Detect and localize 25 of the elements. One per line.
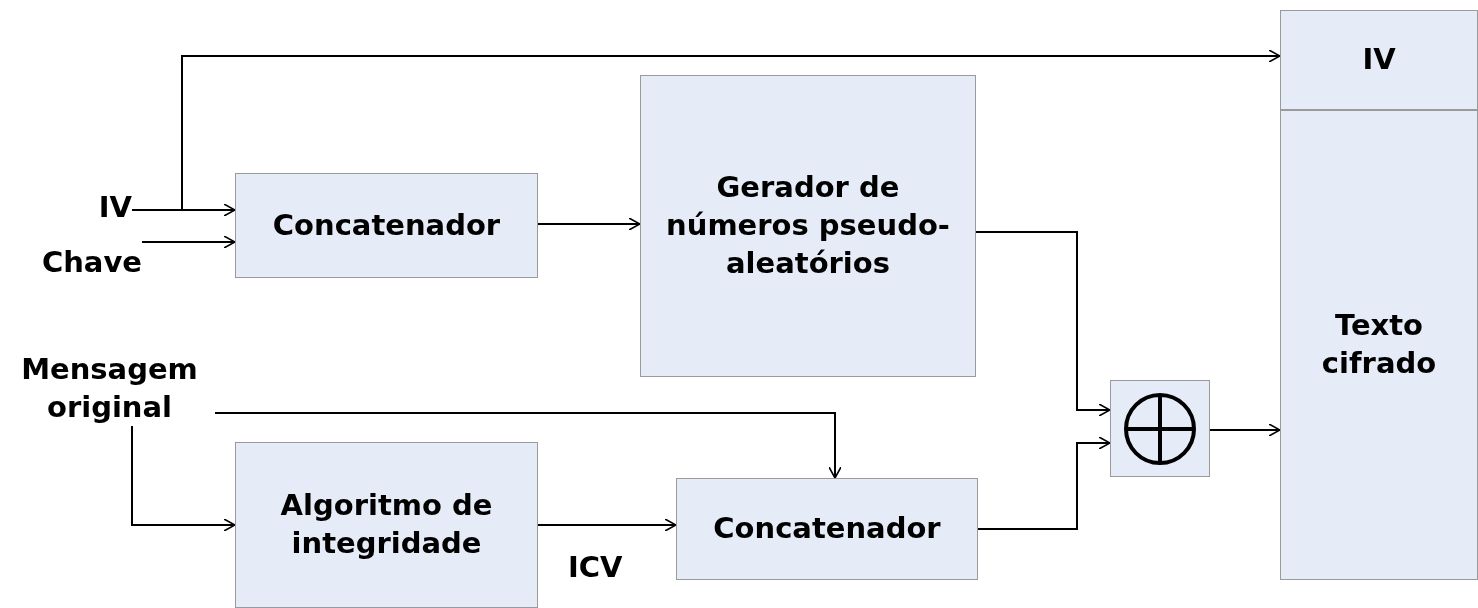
process-box [235, 442, 538, 608]
box-label: Concatenador [272, 206, 501, 244]
arrow [141, 235, 236, 249]
input-label: IV [78, 188, 132, 228]
input-label: Chave [12, 240, 142, 286]
arrow [131, 425, 236, 532]
box-label: Gerador de números pseudo-aleatórios [665, 169, 951, 282]
process-box [640, 75, 976, 377]
arrow [214, 412, 842, 479]
box-label: Texto cifrado [1320, 307, 1438, 382]
input-label: Mensagem original [4, 352, 215, 426]
arrow [1209, 423, 1281, 437]
process-box [235, 173, 538, 278]
arrow [131, 49, 1281, 211]
arrow [977, 436, 1111, 530]
process-box [676, 478, 978, 580]
arrow [975, 231, 1111, 417]
process-box [1280, 10, 1478, 110]
arrow [537, 217, 641, 231]
box-label: IV [1362, 41, 1396, 79]
arrow [537, 518, 677, 532]
box-label: Algoritmo de integridade [279, 487, 494, 562]
process-box [1280, 110, 1478, 580]
box-label: Concatenador [713, 510, 941, 548]
operator-box [1110, 380, 1210, 477]
